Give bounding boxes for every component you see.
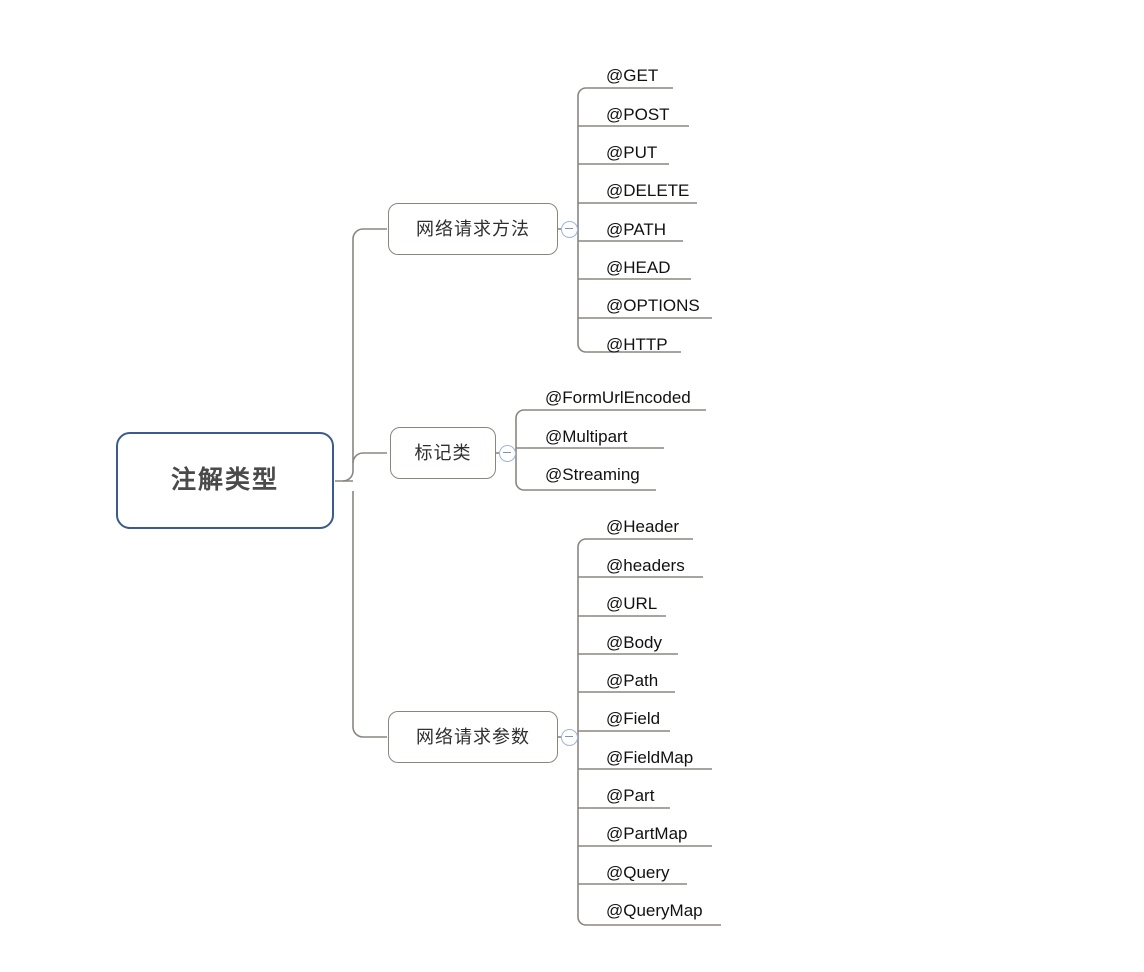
leaf-label: @Path (606, 671, 659, 690)
leaf-label: @Body (606, 633, 663, 652)
branch-node-network-request-methods[interactable]: 网络请求方法 (388, 203, 558, 255)
leaf-node-headers[interactable]: @headers (606, 556, 685, 576)
leaf-node-querymap[interactable]: @QueryMap (606, 901, 703, 921)
leaf-node-put[interactable]: @PUT (606, 143, 657, 163)
leaf-label: @PartMap (606, 824, 688, 843)
wire-trunk-branch-3 (352, 491, 387, 738)
leaf-label: @PATH (606, 220, 667, 239)
leaf-node-path-param[interactable]: @Path (606, 671, 658, 691)
branch-node-label: 网络请求参数 (416, 727, 530, 747)
branch-node-label: 网络请求方法 (416, 219, 530, 239)
wire-branch-2-subtrunk (515, 409, 525, 491)
leaf-label: @Multipart (545, 427, 628, 446)
leaf-node-delete[interactable]: @DELETE (606, 181, 689, 201)
leaf-node-formurlencoded[interactable]: @FormUrlEncoded (545, 388, 691, 408)
leaf-label: @Streaming (545, 465, 640, 484)
branch-node-network-request-parameters[interactable]: 网络请求参数 (388, 711, 558, 763)
leaf-node-partmap[interactable]: @PartMap (606, 824, 688, 844)
leaf-label: @HEAD (606, 258, 671, 277)
leaf-node-query[interactable]: @Query (606, 863, 670, 883)
leaf-label: @Part (606, 786, 655, 805)
leaf-node-multipart[interactable]: @Multipart (545, 427, 627, 447)
leaf-label: @headers (606, 556, 685, 575)
root-node[interactable]: 注解类型 (116, 432, 334, 529)
leaf-node-post[interactable]: @POST (606, 105, 670, 125)
collapse-minus-icon-branch-2[interactable] (499, 444, 516, 462)
leaf-label: @Header (606, 517, 680, 536)
leaf-node-fieldmap[interactable]: @FieldMap (606, 748, 693, 768)
leaf-node-path[interactable]: @PATH (606, 220, 666, 240)
leaf-node-http[interactable]: @HTTP (606, 335, 668, 355)
wire-branch-1-subtrunk (577, 87, 587, 353)
leaf-node-options[interactable]: @OPTIONS (606, 296, 700, 316)
root-node-label: 注解类型 (170, 466, 279, 494)
branch-node-label: 标记类 (414, 443, 472, 463)
leaf-node-body[interactable]: @Body (606, 633, 662, 653)
leaf-label: @FormUrlEncoded (545, 388, 691, 407)
leaf-label: @DELETE (606, 181, 690, 200)
leaf-label: @Field (606, 709, 661, 728)
wire-trunk-branch-2 (352, 452, 387, 464)
wire-branch-3-subtrunk (577, 538, 587, 926)
leaf-label: @OPTIONS (606, 296, 700, 315)
leaf-node-part[interactable]: @Part (606, 786, 654, 806)
leaf-label: @Query (606, 863, 670, 882)
collapse-minus-icon-branch-3[interactable] (561, 728, 578, 746)
leaf-node-streaming[interactable]: @Streaming (545, 465, 640, 485)
leaf-label: @HTTP (606, 335, 668, 354)
leaf-label: @FieldMap (606, 748, 694, 767)
leaf-label: @GET (606, 66, 659, 85)
leaf-node-get[interactable]: @GET (606, 66, 658, 86)
leaf-label: @PUT (606, 143, 658, 162)
leaf-label: @POST (606, 105, 670, 124)
leaf-label: @URL (606, 594, 658, 613)
leaf-node-head[interactable]: @HEAD (606, 258, 671, 278)
leaf-node-field[interactable]: @Field (606, 709, 660, 729)
branch-node-marker-class[interactable]: 标记类 (390, 427, 496, 479)
leaf-node-url[interactable]: @URL (606, 594, 657, 614)
wire-trunk-branch-1 (342, 228, 387, 482)
collapse-minus-icon-branch-1[interactable] (561, 220, 578, 238)
leaf-label: @QueryMap (606, 901, 703, 920)
leaf-node-header[interactable]: @Header (606, 517, 679, 537)
